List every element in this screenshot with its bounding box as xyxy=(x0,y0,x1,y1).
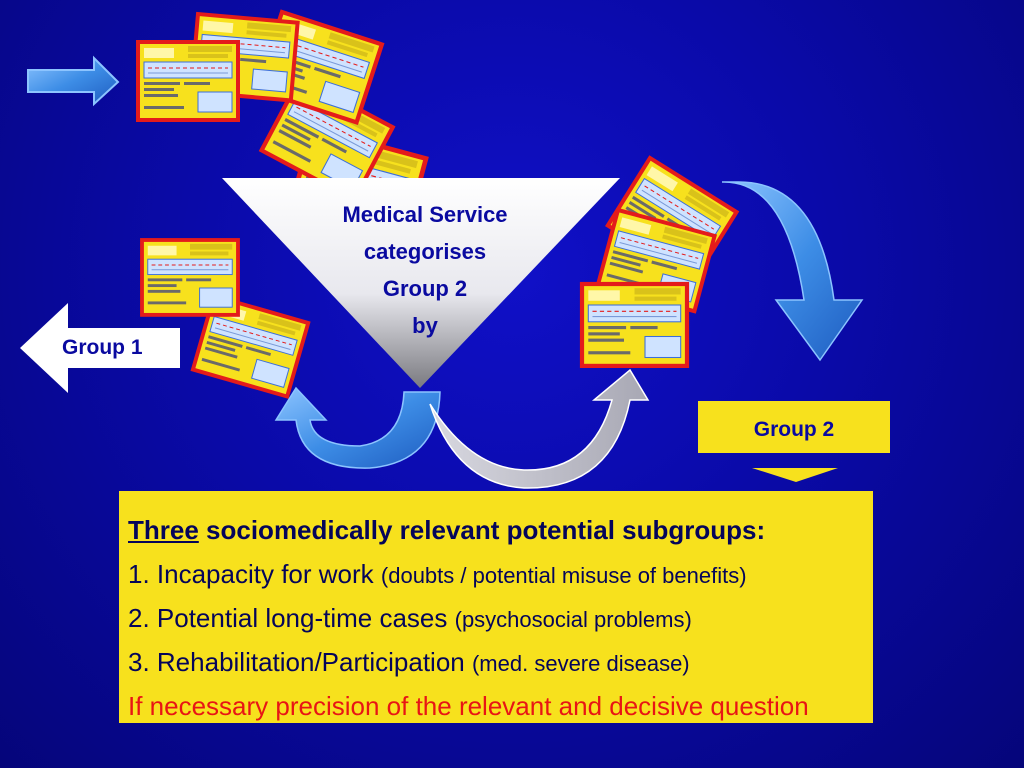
group1-arrow-icon xyxy=(20,303,180,393)
item2-sub: (psychosocial problems) xyxy=(454,607,692,632)
funnel-line-3: Group 2 xyxy=(382,276,468,301)
form-stack-left xyxy=(140,238,311,399)
funnel-line-4: by xyxy=(412,313,438,338)
funnel-line-1: Medical Service xyxy=(342,202,508,227)
subgroup-item-1: 1. Incapacity for work (doubts / potenti… xyxy=(128,559,747,590)
item2-main: 2. Potential long-time cases xyxy=(128,603,455,633)
entry-arrow-icon xyxy=(27,55,120,107)
item1-sub: (doubts / potential misuse of benefits) xyxy=(380,563,747,588)
item3-main: 3. Rehabilitation/Participation xyxy=(128,647,472,677)
left-curve-arrow-icon xyxy=(274,386,441,469)
subgroups-box: Three sociomedically relevant potential … xyxy=(119,491,873,723)
right-curve-arrow-icon xyxy=(429,368,650,489)
group1-label: Group 1 xyxy=(62,336,143,359)
subgroup-item-3: 3. Rehabilitation/Participation (med. se… xyxy=(128,647,690,678)
group2-down-arrow-icon xyxy=(752,468,838,482)
group2-label: Group 2 xyxy=(753,418,835,441)
funnel-shape xyxy=(222,178,620,388)
item3-sub: (med. severe disease) xyxy=(471,651,690,676)
item1-main: 1. Incapacity for work xyxy=(128,559,381,589)
funnel-line-2: categorises xyxy=(363,239,487,264)
subgroups-heading: Three sociomedically relevant potential … xyxy=(128,515,765,546)
subgroup-item-2: 2. Potential long-time cases (psychosoci… xyxy=(128,603,692,634)
funnel-label: Medical Service categorises Group 2 by xyxy=(300,196,550,344)
heading-rest: sociomedically relevant potential subgro… xyxy=(198,515,766,545)
down-curve-arrow-icon xyxy=(721,181,864,362)
group2-box: Group 2 xyxy=(698,401,890,453)
heading-emphasis: Three xyxy=(128,515,199,545)
subgroups-note: If necessary precision of the relevant a… xyxy=(128,691,809,721)
